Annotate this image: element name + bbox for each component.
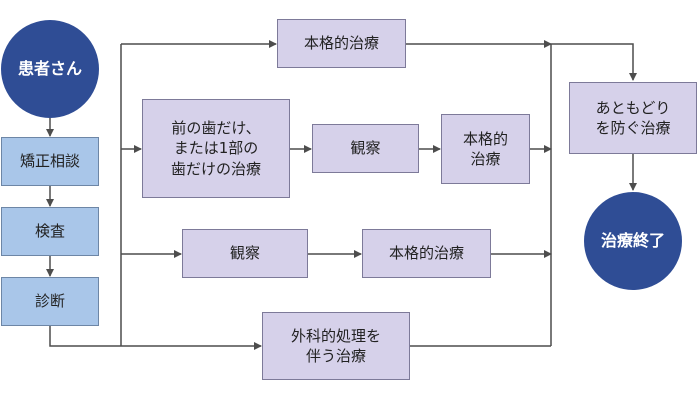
retention-treatment: あともどり を防ぐ治療 (569, 82, 697, 154)
step-examination: 検査 (1, 207, 99, 256)
step-consultation: 矯正相談 (1, 137, 99, 186)
step-diagnosis: 診断 (1, 277, 99, 326)
treatment-complete-circle: 治療終了 (584, 192, 682, 290)
path-partial-observation: 観察 (312, 124, 419, 173)
path-surgical-treatment: 外科的処理を 伴う治療 (262, 312, 410, 380)
path-observation-full-treatment: 本格的治療 (362, 229, 491, 278)
path-partial-treatment: 前の歯だけ、 または1部の 歯だけの治療 (142, 99, 290, 198)
path-partial-full-treatment: 本格的 治療 (441, 114, 530, 184)
path-observation: 観察 (182, 229, 308, 278)
line-diagnosis-to-branch (49, 326, 121, 347)
patient-circle: 患者さん (1, 20, 99, 118)
path-full-treatment: 本格的治療 (277, 19, 406, 68)
arrow-merge-to-retention (551, 43, 637, 81)
